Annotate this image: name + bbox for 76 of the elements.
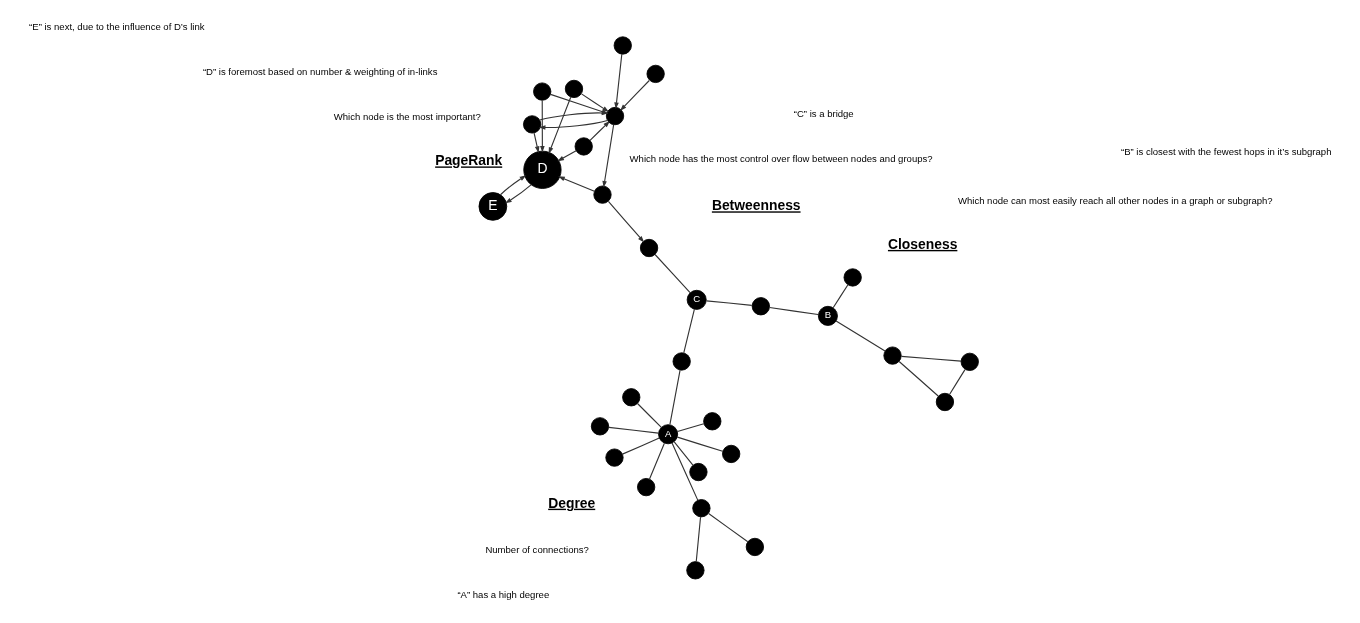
connector <box>708 512 749 543</box>
connector <box>835 320 886 352</box>
connector <box>769 306 819 316</box>
label: “E” is next, due to the influence of D’s link <box>29 20 205 32</box>
node-circle <box>751 297 770 316</box>
arrow <box>602 124 615 188</box>
node-circle <box>722 444 741 464</box>
label: “A” has a high degree <box>457 589 550 601</box>
connector <box>608 426 659 434</box>
label: Number of connections? <box>485 543 589 555</box>
label: Closeness <box>887 235 958 252</box>
label: Which node has the most control over flow between nodes and groups? <box>629 152 933 164</box>
node-circle <box>590 417 610 436</box>
node-circle <box>703 412 722 431</box>
connector <box>948 369 966 396</box>
connector <box>832 284 849 309</box>
node-circle <box>564 79 584 99</box>
arrow <box>533 132 540 153</box>
node-circle <box>622 388 641 407</box>
node-circle <box>935 392 955 412</box>
node-circle <box>672 352 691 371</box>
arrow <box>620 79 650 111</box>
node-circle <box>646 64 665 84</box>
arrow <box>607 200 645 243</box>
connector <box>648 442 665 480</box>
node-circle <box>745 537 764 557</box>
node-circle <box>883 346 902 365</box>
node-circle <box>637 478 656 497</box>
connector <box>671 442 699 501</box>
connector <box>676 436 724 452</box>
node-circle: C <box>686 289 707 310</box>
node-circle <box>686 561 705 580</box>
node-circle: D <box>523 150 562 189</box>
arrow <box>580 93 609 113</box>
connector <box>673 441 694 466</box>
arrow <box>538 119 608 130</box>
label: “B” is closest with the fewest hops in it’s subgraph <box>1120 145 1332 157</box>
connector <box>683 308 695 354</box>
arrow <box>614 53 623 110</box>
node-circle <box>593 185 612 204</box>
connector <box>669 369 681 426</box>
arrow <box>540 100 545 153</box>
node-circle <box>639 238 659 258</box>
node-circle <box>574 137 593 156</box>
connector <box>676 423 705 433</box>
arrow <box>505 184 532 204</box>
connector <box>695 516 702 562</box>
arrow <box>558 176 595 192</box>
arrow <box>499 175 527 196</box>
label: PageRank <box>435 152 503 169</box>
connector <box>900 355 962 362</box>
connector <box>705 300 753 306</box>
label: “D” is foremost based on number & weighting of in-links <box>202 65 438 77</box>
arrow <box>548 96 572 154</box>
node-circle <box>605 448 624 467</box>
label: Degree <box>548 494 596 511</box>
node-circle <box>533 82 552 101</box>
label: Betweenness <box>711 197 801 214</box>
arrow <box>557 150 577 162</box>
connector <box>621 437 660 455</box>
node-circle <box>613 36 632 55</box>
node-circle: B <box>817 305 838 326</box>
node-circle <box>960 352 979 371</box>
connector <box>654 253 691 294</box>
node-circle <box>692 499 711 518</box>
label: Which node can most easily reach all other nodes in a graph or subgraph? <box>957 194 1273 206</box>
node-circle <box>689 462 708 482</box>
arrow <box>589 121 610 141</box>
connector <box>636 402 662 428</box>
label: Which node is the most important? <box>333 111 481 123</box>
connector <box>898 360 939 397</box>
label: “C” is a bridge <box>793 107 854 119</box>
node-circle <box>843 268 862 287</box>
node-circle: E <box>478 192 508 221</box>
node-circle: A <box>658 424 679 445</box>
node-circle <box>523 115 542 134</box>
